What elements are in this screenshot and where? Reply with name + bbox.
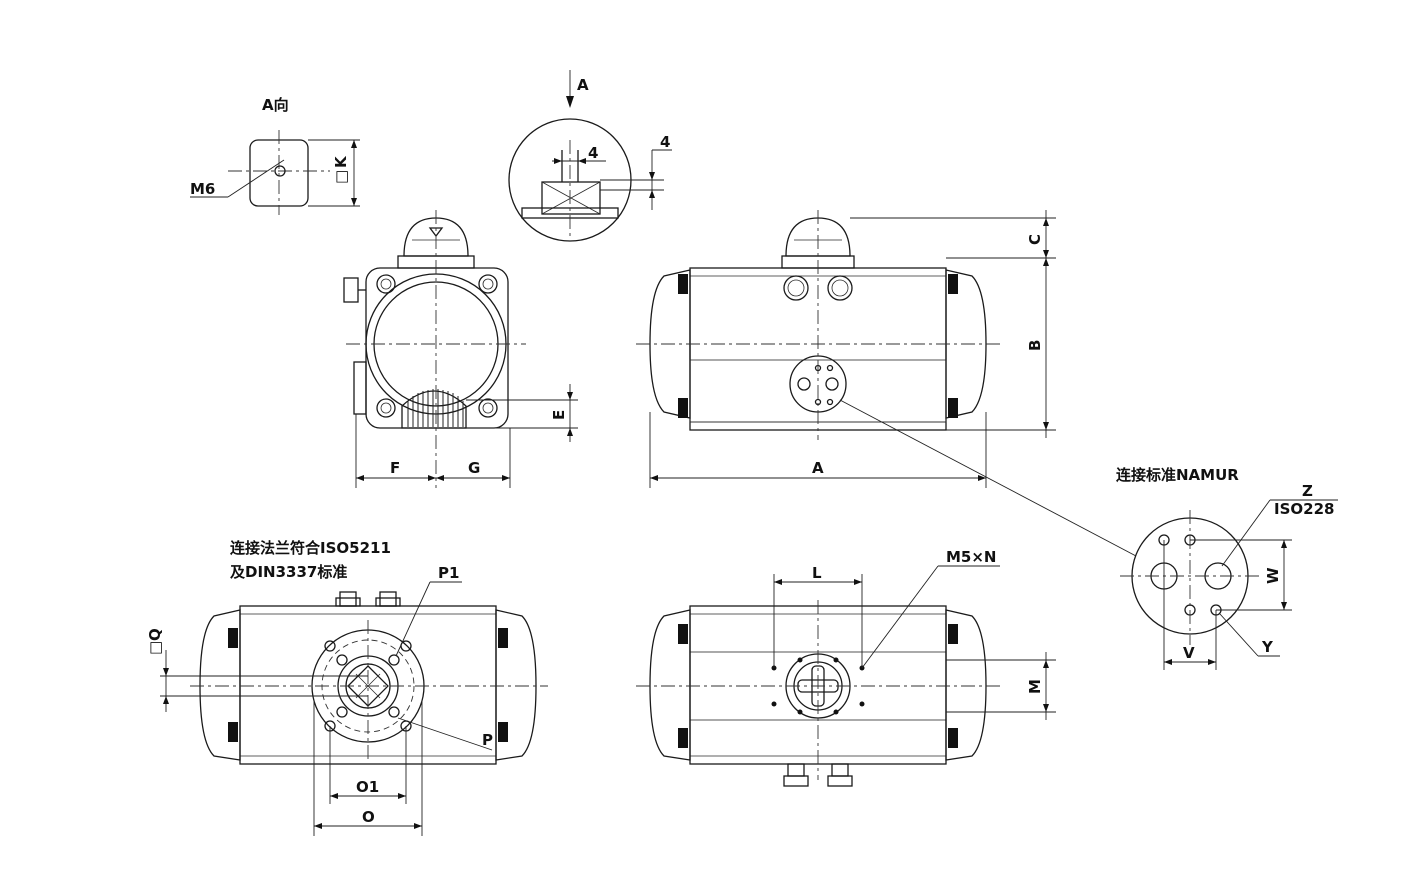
shaft-slot-detail: A 4 4 bbox=[508, 70, 672, 242]
front-view: C B A bbox=[636, 210, 1137, 557]
arrow-a-label: A bbox=[577, 76, 589, 94]
q-box: □ bbox=[146, 641, 164, 655]
top-view: L M5×N M bbox=[636, 548, 1056, 787]
b-label: B bbox=[1026, 340, 1044, 351]
o1-label: O1 bbox=[356, 778, 379, 796]
bottom-view: 连接法兰符合ISO5211 及DIN3337标准 P1 P bbox=[146, 539, 548, 836]
z-label: Z bbox=[1302, 482, 1313, 500]
m-label: M bbox=[1026, 679, 1044, 694]
m6-label: M6 bbox=[190, 180, 215, 198]
air-fitting bbox=[343, 277, 359, 303]
p-label: P bbox=[482, 731, 493, 749]
a-label: A bbox=[812, 459, 824, 477]
v-label: V bbox=[1183, 644, 1195, 662]
view-a-detail: A向 M6 □ K bbox=[190, 96, 360, 215]
p1-label: P1 bbox=[438, 564, 459, 582]
slot-depth-4-label: 4 bbox=[660, 133, 670, 151]
f-label: F bbox=[390, 459, 400, 477]
flange-note-line-1: 连接法兰符合ISO5211 bbox=[230, 539, 391, 557]
side-port bbox=[353, 361, 367, 415]
m5n-label: M5×N bbox=[946, 548, 997, 566]
namur-detail: 连接标准NAMUR Z ISO228 W V Y bbox=[1116, 466, 1338, 670]
y-label: Y bbox=[1261, 638, 1274, 656]
g-label: G bbox=[468, 459, 480, 477]
k-label: K bbox=[332, 155, 350, 168]
q-label: Q bbox=[146, 628, 164, 641]
end-view: E F G bbox=[343, 210, 578, 488]
w-label: W bbox=[1264, 567, 1282, 584]
m6-hole bbox=[274, 165, 286, 177]
o-label: O bbox=[362, 808, 375, 826]
k-box: □ bbox=[332, 170, 350, 184]
slot-block bbox=[541, 181, 601, 215]
e-label: E bbox=[550, 410, 568, 420]
slot-width-4-label: 4 bbox=[588, 144, 598, 162]
iso228-label: ISO228 bbox=[1274, 500, 1334, 518]
end-cap-body bbox=[365, 267, 509, 429]
c-label: C bbox=[1026, 234, 1044, 245]
l-label: L bbox=[812, 564, 822, 582]
flange-note-line-2: 及DIN3337标准 bbox=[230, 563, 347, 581]
view-a-label: A向 bbox=[262, 96, 289, 114]
namur-title: 连接标准NAMUR bbox=[1116, 466, 1239, 484]
